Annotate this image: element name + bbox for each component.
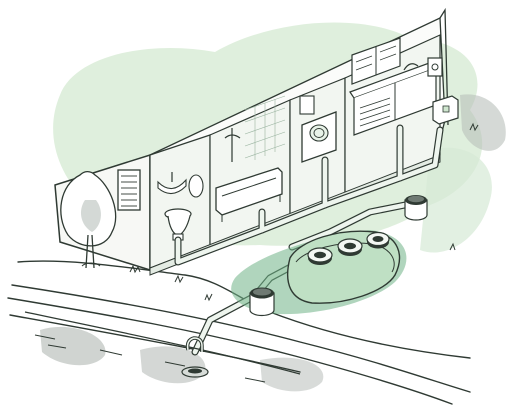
mirror-icon: [189, 175, 203, 197]
control-box-icon: [428, 58, 442, 76]
tank-lid-3: [367, 233, 389, 249]
window-icon: [118, 170, 140, 210]
inspection-shaft-icon-2: [250, 288, 274, 316]
grey-wash-road-1: [40, 327, 105, 365]
inspection-shaft-icon: [405, 195, 427, 220]
switch-box-icon: [433, 96, 458, 124]
grey-wash-road-3: [260, 358, 323, 392]
room-utility: [290, 78, 345, 215]
boiler-icon: [300, 96, 314, 114]
tank-lid-2: [338, 239, 362, 256]
tank-lid-1: [308, 248, 332, 265]
